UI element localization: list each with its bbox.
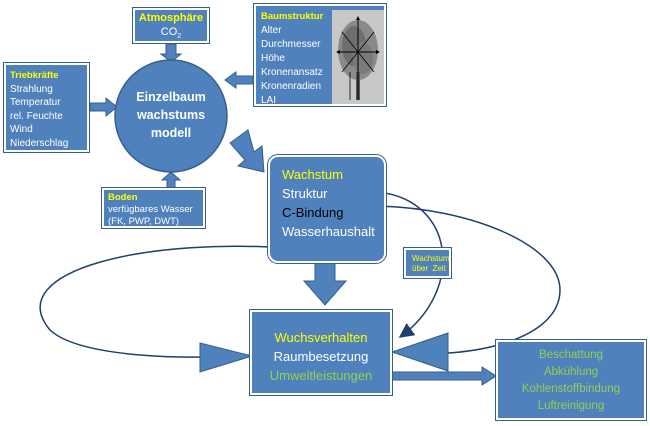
soil-title: Boden bbox=[108, 192, 138, 203]
tree-structure-item: Höhe bbox=[261, 53, 285, 64]
arrow-atmosphere-to-model bbox=[159, 43, 183, 63]
behavior-line2: Raumbesetzung bbox=[273, 349, 369, 364]
services-box: Beschattung Abkühlung Kohlenstoffbindung… bbox=[496, 340, 646, 420]
drivers-box: Triebkräfte Strahlung Temperatur rel. Fe… bbox=[4, 63, 89, 152]
drivers-item: rel. Feuchte bbox=[10, 110, 63, 122]
growth-box: Wachstum Struktur C-Bindung Wasserhausha… bbox=[268, 155, 386, 263]
feedback-loop-right bbox=[377, 205, 561, 355]
drivers-item: Temperatur bbox=[10, 97, 61, 108]
co2-label: CO2 bbox=[135, 26, 207, 40]
services-line: Kohlenstoffbindung bbox=[521, 383, 621, 395]
tree-structure-item: Durchmesser bbox=[261, 39, 321, 50]
arrow-right-loop-head bbox=[390, 332, 449, 372]
services-line: Luftreinigung bbox=[537, 400, 605, 412]
behavior-line1: Wuchsverhalten bbox=[274, 330, 368, 345]
growth-line: C-Bindung bbox=[282, 205, 344, 220]
soil-line: (FK, PWP, DWT) bbox=[108, 216, 180, 227]
feedback-loop-outer bbox=[39, 245, 301, 358]
model-label: Einzelbaum wachstums modell bbox=[121, 88, 221, 142]
model-label-line: modell bbox=[150, 126, 192, 140]
co2-subscript: 2 bbox=[177, 33, 182, 41]
growth-over-time-line1: Wachstum bbox=[412, 254, 450, 263]
growth-over-time-box: Wachstum über Zeit bbox=[404, 248, 451, 278]
atmosphere-box: Atmosphäre CO2 bbox=[133, 8, 209, 43]
drivers-title: Triebkräfte bbox=[10, 70, 59, 81]
growth-line: Wasserhaushalt bbox=[282, 224, 375, 239]
drivers-item: Wind bbox=[10, 124, 33, 135]
model-label-line: wachstums bbox=[136, 108, 206, 122]
arrow-growth-to-behavior bbox=[302, 262, 348, 306]
tree-structure-item: Alter bbox=[261, 25, 282, 36]
soil-line: verfügbares Wasser bbox=[108, 204, 193, 215]
arrow-model-to-growth bbox=[229, 129, 265, 173]
co2-main: CO bbox=[160, 26, 178, 38]
tree-structure-item: Kronenansatz bbox=[261, 67, 323, 78]
arrow-soil-to-model bbox=[160, 171, 182, 189]
tree-structure-title: Baumstruktur bbox=[261, 11, 324, 22]
tree-photo-icon bbox=[332, 10, 384, 104]
drivers-item: Niederschlag bbox=[10, 137, 69, 149]
growth-title: Wachstum bbox=[282, 167, 343, 182]
tree-structure-item: LAI bbox=[261, 95, 277, 106]
behavior-line3: Umweltleistungen bbox=[269, 368, 373, 383]
drivers-item: Strahlung bbox=[10, 83, 53, 95]
soil-box: Boden verfügbares Wasser (FK, PWP, DWT) bbox=[102, 188, 205, 228]
arrow-behavior-to-services bbox=[391, 366, 497, 386]
services-line: Abkühlung bbox=[543, 366, 599, 378]
arrow-tree-structure-to-model bbox=[224, 71, 254, 89]
atmosphere-title: Atmosphäre bbox=[138, 12, 204, 24]
services-line: Beschattung bbox=[539, 349, 603, 361]
arrow-drivers-to-model bbox=[89, 96, 118, 118]
arrow-outer-loop-head bbox=[199, 342, 254, 373]
single-tree-growth-model-circle bbox=[114, 59, 228, 173]
tree-structure-item: Kronenradien bbox=[261, 81, 322, 92]
model-label-line: Einzelbaum bbox=[136, 90, 206, 104]
growth-over-time-line2: über Zeit bbox=[412, 264, 446, 273]
growth-line: Struktur bbox=[282, 186, 328, 201]
behavior-box: Wuchsverhalten Raumbesetzung Umweltleist… bbox=[250, 310, 392, 395]
tree-structure-box: Baumstruktur Alter Durchmesser Höhe Kron… bbox=[254, 4, 386, 106]
